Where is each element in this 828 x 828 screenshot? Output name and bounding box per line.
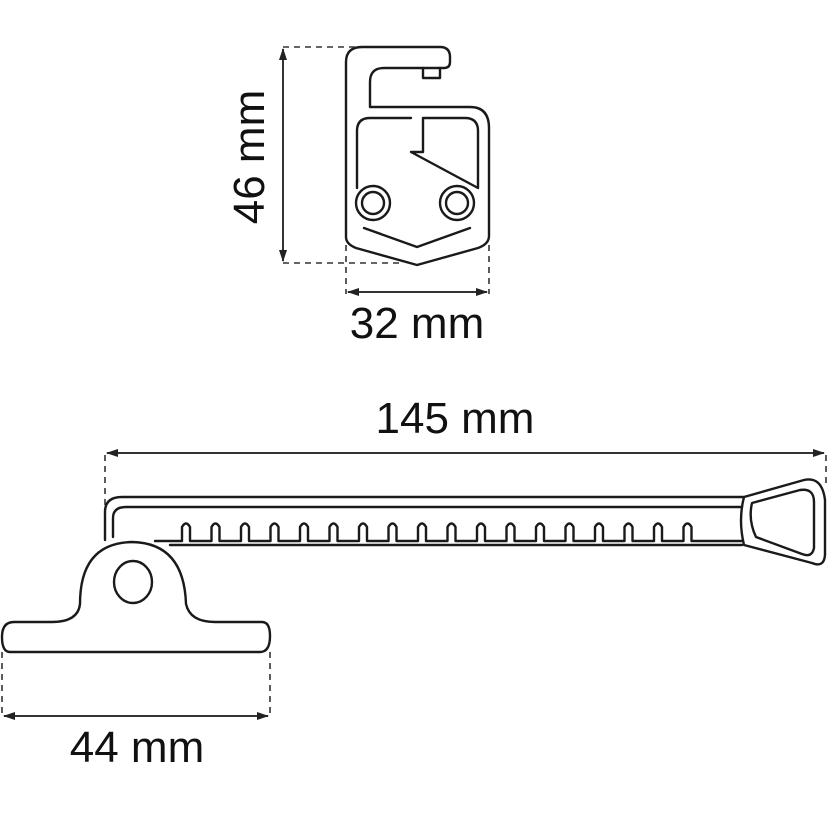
stay-teeth <box>153 522 744 543</box>
hook-height-label: 46 mm <box>225 90 274 224</box>
hook-inner-opening <box>355 116 480 249</box>
hook-height-dimension: 46 mm <box>225 46 400 264</box>
stay-bar <box>103 478 827 566</box>
base-width-label: 44 mm <box>70 723 204 772</box>
left-screw-ring <box>354 184 392 222</box>
base-width-dimension: 44 mm <box>1 652 271 772</box>
stay-handle <box>739 478 827 566</box>
stay-dimension: 145 mm <box>104 394 827 530</box>
pivot-plate <box>0 540 272 654</box>
hook-outline <box>344 45 491 267</box>
pivot-hole-icon <box>112 559 154 605</box>
left-screw-hole-icon <box>360 190 386 216</box>
hook-tab <box>421 66 442 80</box>
hook-part <box>344 45 491 267</box>
hook-width-label: 32 mm <box>350 299 484 348</box>
stay-length-label: 145 mm <box>376 394 535 443</box>
right-screw-hole-icon <box>444 190 470 216</box>
right-screw-ring <box>438 184 476 222</box>
hook-width-dimension: 32 mm <box>345 245 490 348</box>
